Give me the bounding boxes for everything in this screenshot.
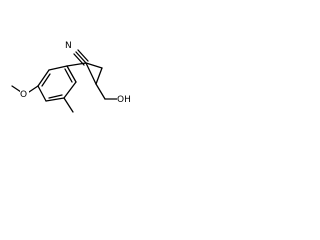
nitrile-triple-bond <box>73 53 85 66</box>
nitrile-group <box>73 49 89 66</box>
cyclopropane-bond <box>95 67 103 85</box>
ring-bond <box>63 81 77 99</box>
ether-oxygen-label: O <box>20 90 27 100</box>
methoxy-bond <box>11 85 22 93</box>
ring-bond <box>37 69 50 87</box>
hydroxymethyl-bond <box>95 83 106 100</box>
label-backdrop <box>65 39 74 50</box>
nitrile-nitrogen-label: N <box>65 41 72 51</box>
label-backdrop <box>20 88 29 99</box>
benzene-ring <box>37 65 77 102</box>
label-backdrop <box>117 93 133 104</box>
nitrile-triple-bond <box>77 49 89 62</box>
ring-double-bond <box>64 68 73 83</box>
cyclopropane-bond <box>85 62 97 85</box>
cyclopropane-bond <box>85 62 103 69</box>
hydroxyl-label: OH <box>117 95 131 105</box>
ether-bond <box>28 85 39 93</box>
ring-double-bond <box>41 73 51 87</box>
cyclopropane-ring <box>85 62 103 85</box>
nitrile-triple-bond <box>75 51 87 64</box>
ring-bond <box>45 97 65 102</box>
ring-bond <box>37 85 47 102</box>
chemical-structure: N O OH <box>11 39 133 113</box>
methyl-bond <box>63 97 74 113</box>
ring-bond <box>48 65 68 71</box>
ring-double-bond <box>48 94 63 99</box>
ring-bond <box>66 65 77 83</box>
